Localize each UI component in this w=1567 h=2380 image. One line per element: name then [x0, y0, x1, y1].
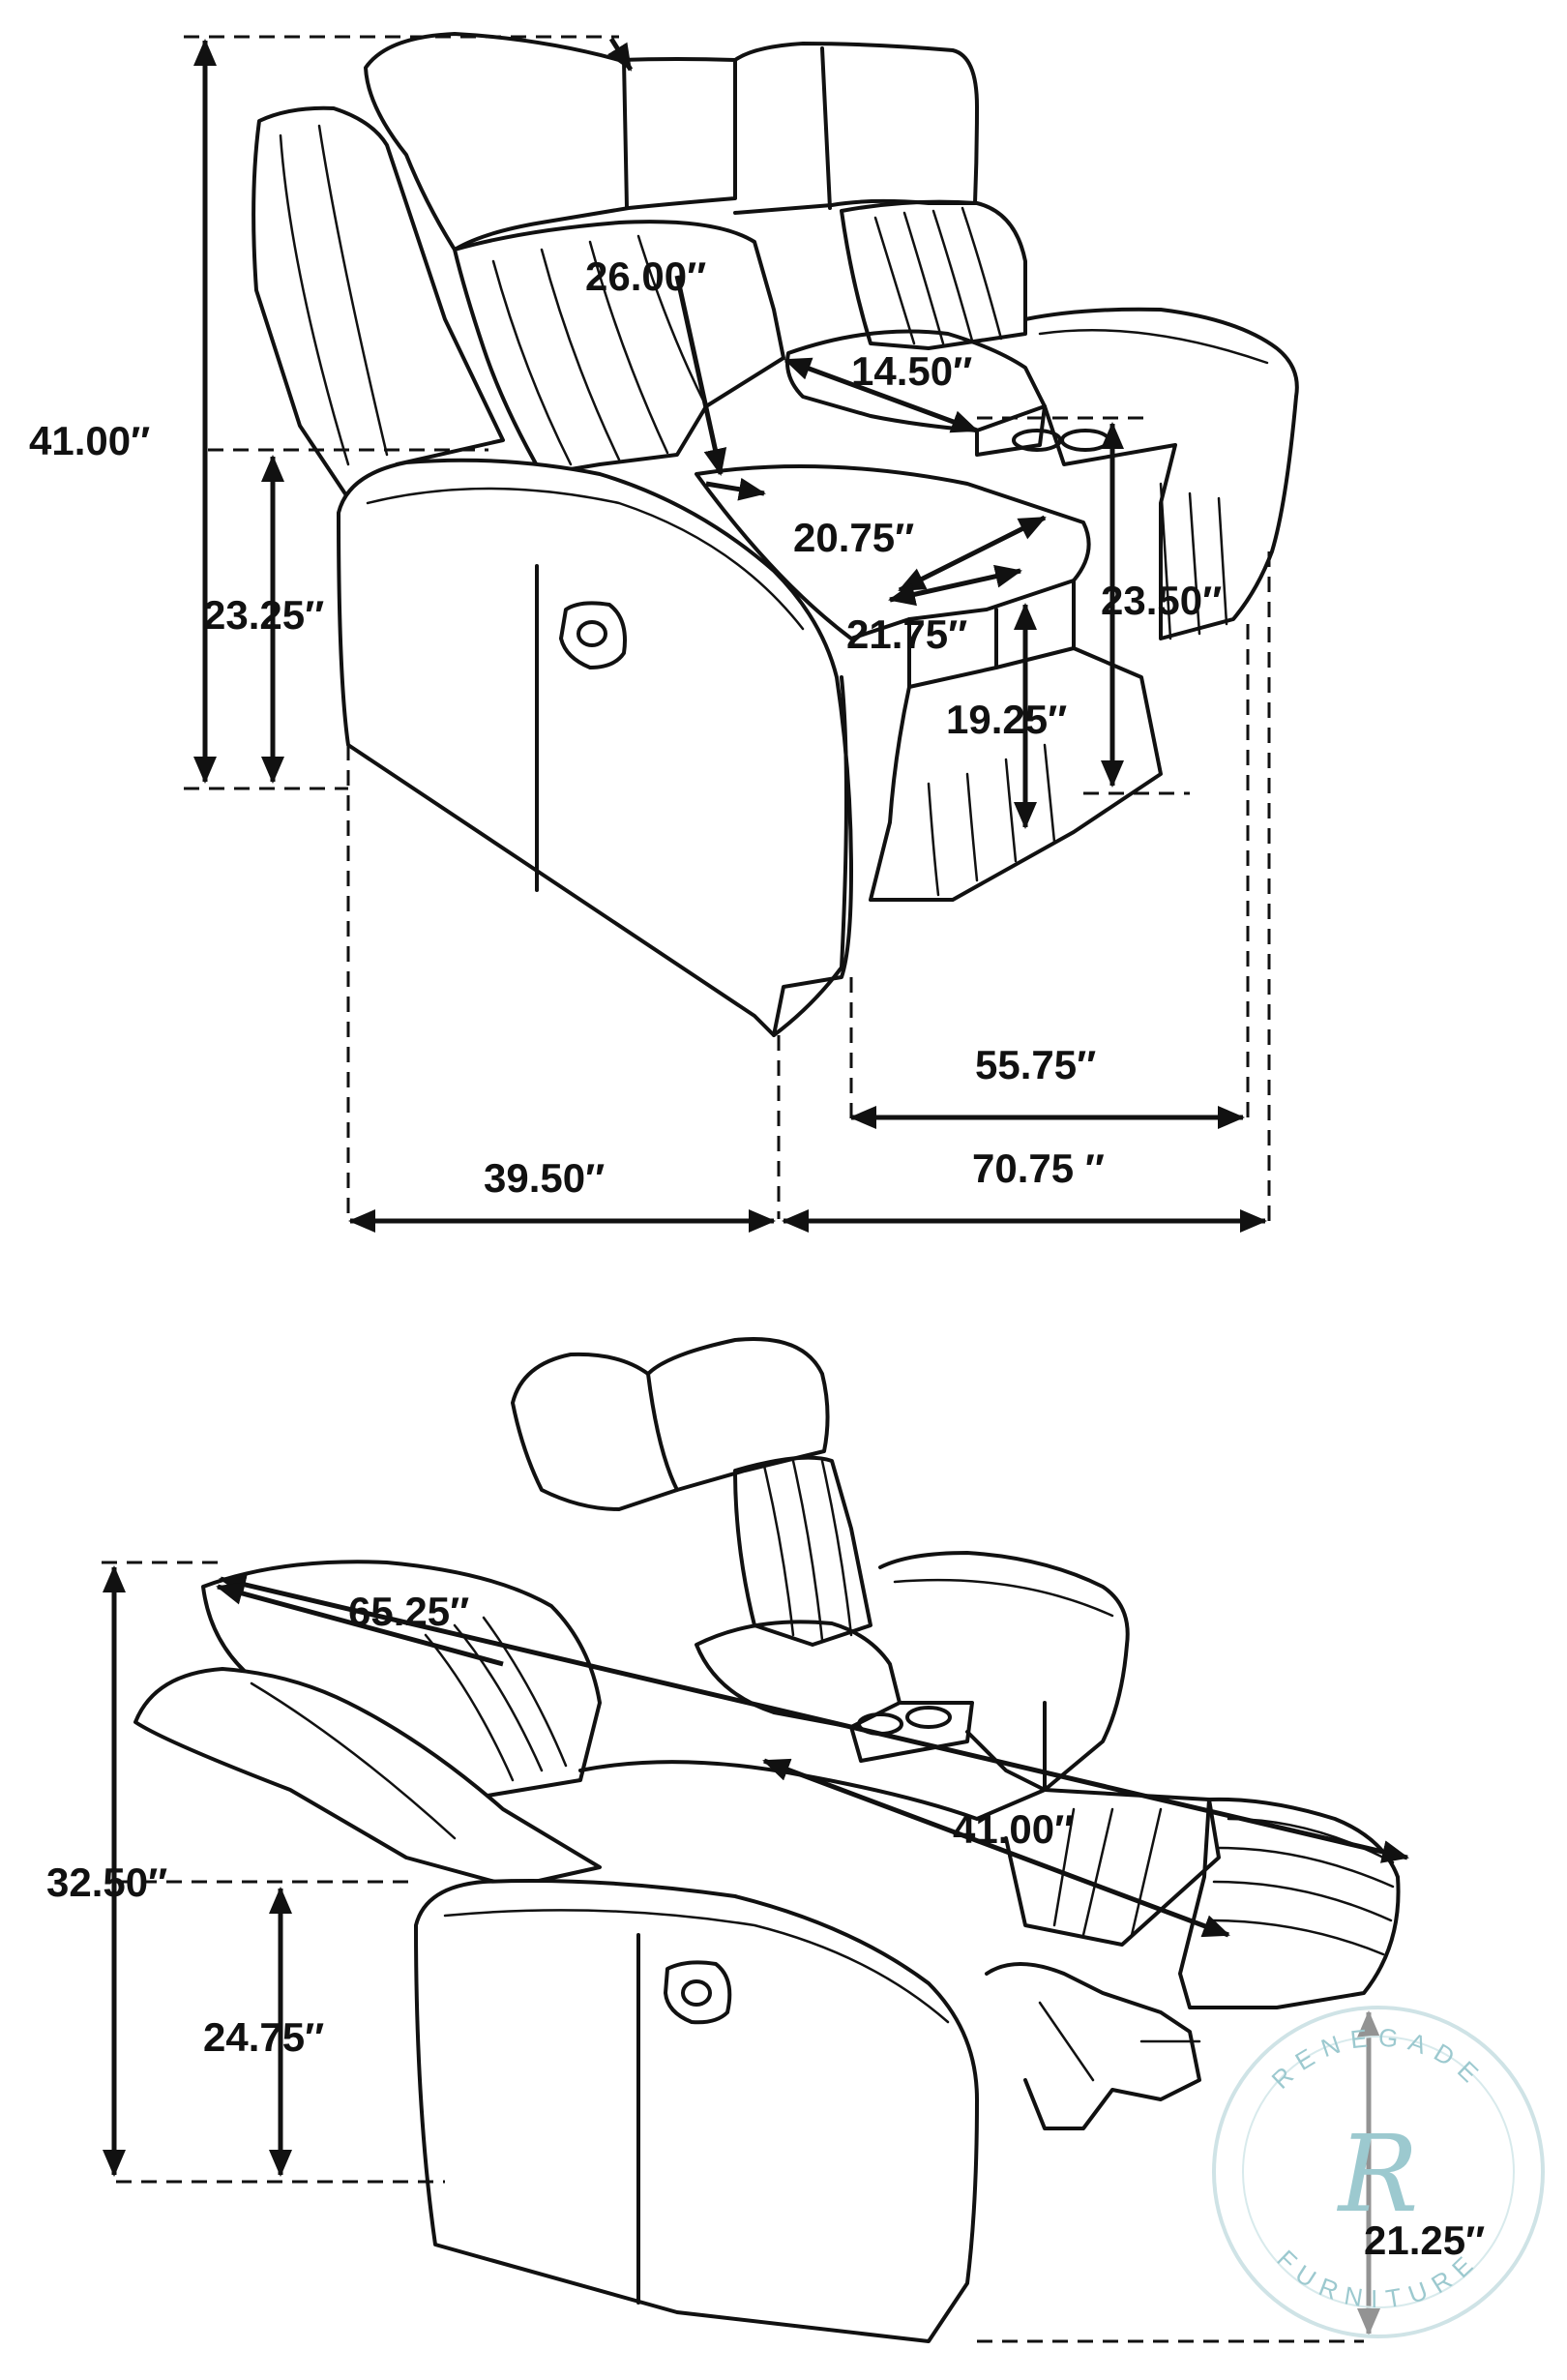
- label-seat-height: 19.25″: [946, 697, 1067, 742]
- label-reclined-arm-height: 24.75″: [203, 2014, 324, 2060]
- label-footrest-height: 21.25″: [1364, 2217, 1485, 2263]
- label-seat-depth-inner: 21.75″: [846, 611, 967, 657]
- label-overall-depth: 39.50″: [484, 1155, 605, 1201]
- label-reclined-length: 41.00″: [953, 1806, 1074, 1852]
- upright-dimension-arrows: [193, 37, 1267, 1233]
- upright-extension-lines: [184, 35, 1271, 1229]
- label-arm-height: 23.25″: [203, 592, 324, 638]
- reclined-loveseat-drawing: [133, 1337, 1401, 2343]
- upright-dimension-labels: 41.00″ 23.25″ 26.00″ 14.50″ 20.75″ 21.75…: [29, 253, 1222, 1201]
- label-overall-width: 70.75 ″: [972, 1145, 1105, 1191]
- watermark-logo: R: [1337, 2112, 1419, 2236]
- upright-loveseat-drawing: [251, 32, 1299, 1037]
- label-overall-height: 41.00″: [29, 418, 150, 463]
- label-seat-width: 26.00″: [585, 253, 706, 299]
- label-inner-width: 55.75″: [975, 1042, 1096, 1087]
- label-seat-depth: 20.75″: [793, 515, 914, 560]
- label-reclined-height: 32.50″: [46, 1859, 167, 1905]
- label-reclined-diagonal: 65.25″: [348, 1589, 469, 1634]
- reclined-dimension-labels: 65.25″ 41.00″ 32.50″ 24.75″: [46, 1589, 1074, 2060]
- reclined-extension-lines: [102, 1561, 1364, 2343]
- renegade-furniture-watermark: RENEGADE FURNITURE R: [1212, 2006, 1545, 2338]
- label-console-height: 23.50″: [1101, 578, 1222, 623]
- label-console-width: 14.50″: [851, 348, 972, 394]
